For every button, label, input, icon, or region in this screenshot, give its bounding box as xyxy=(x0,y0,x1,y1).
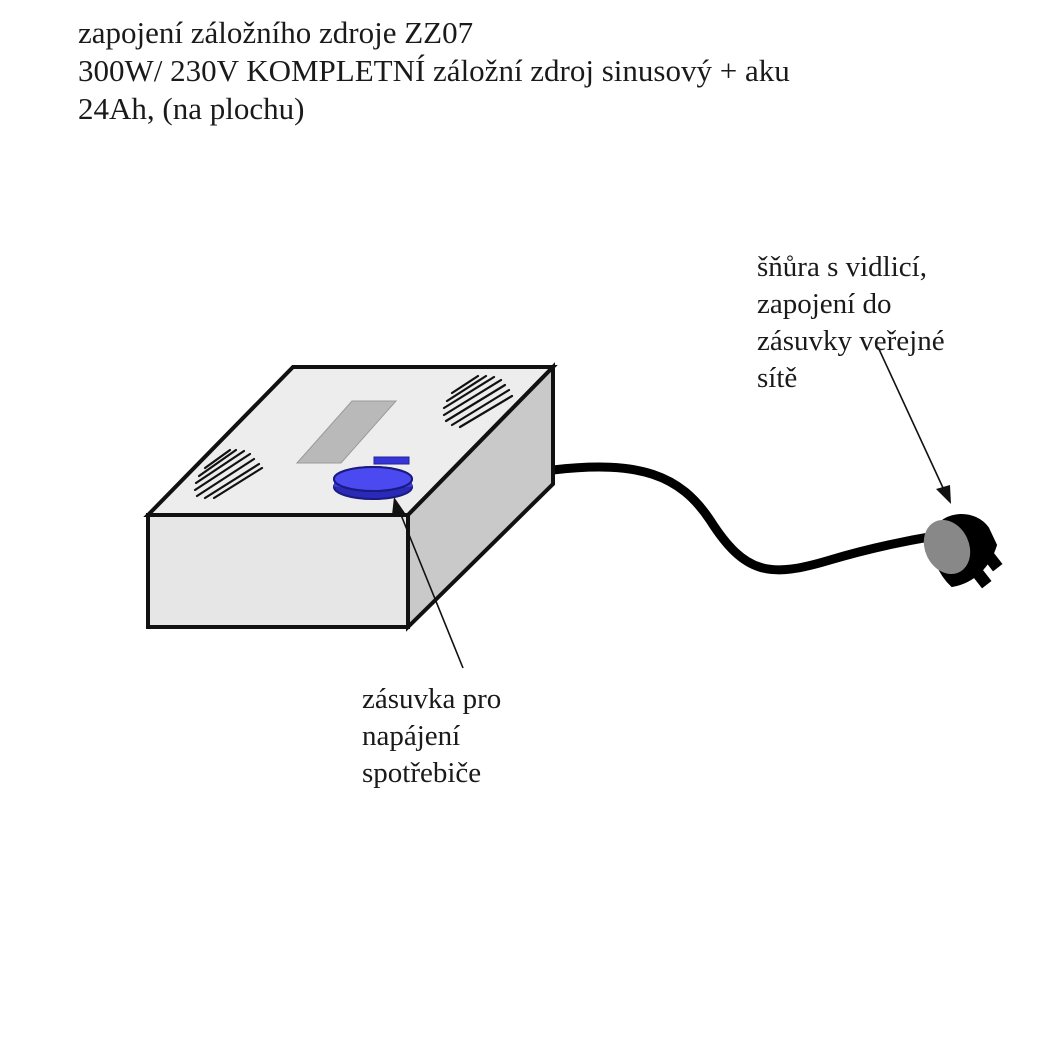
outlet-label-line-1: zásuvka pro xyxy=(362,683,502,715)
plug-cord-label: šňůra s vidlicí, zapojení do zásuvky veř… xyxy=(757,249,945,397)
title-line-2: 300W/ 230V KOMPLETNÍ záložní zdroj sinus… xyxy=(78,53,790,88)
power-cable xyxy=(548,462,940,575)
ups-front-face xyxy=(146,513,410,629)
outlet-leader-arrow xyxy=(392,497,464,669)
plug-label-line-3: zásuvky veřejné xyxy=(757,325,945,357)
display-panel xyxy=(295,400,398,464)
ups-side-face xyxy=(406,362,555,632)
plug-label-line-1: šňůra s vidlicí, xyxy=(757,251,927,283)
outlet-label-line-3: spotřebiče xyxy=(362,757,482,789)
plug-label-line-2: zapojení do xyxy=(757,288,892,320)
title-line-3: 24Ah, (na plochu) xyxy=(78,91,305,126)
vent-slots-right xyxy=(442,374,514,429)
diagram-title: zapojení záložního zdroje ZZ07 300W/ 230… xyxy=(78,14,790,128)
ups-unit xyxy=(143,362,558,632)
outlet-icon xyxy=(333,466,413,500)
plug-icon xyxy=(923,514,1003,589)
plug-label-line-4: sítě xyxy=(757,362,798,394)
outlet-label: zásuvka pro napájení spotřebiče xyxy=(362,681,501,792)
vent-slots-left xyxy=(193,448,264,500)
outlet-label-line-2: napájení xyxy=(362,720,461,752)
title-line-1: zapojení záložního zdroje ZZ07 xyxy=(78,15,474,50)
indicator-light xyxy=(373,456,410,465)
plug-leader-arrow xyxy=(877,346,951,504)
